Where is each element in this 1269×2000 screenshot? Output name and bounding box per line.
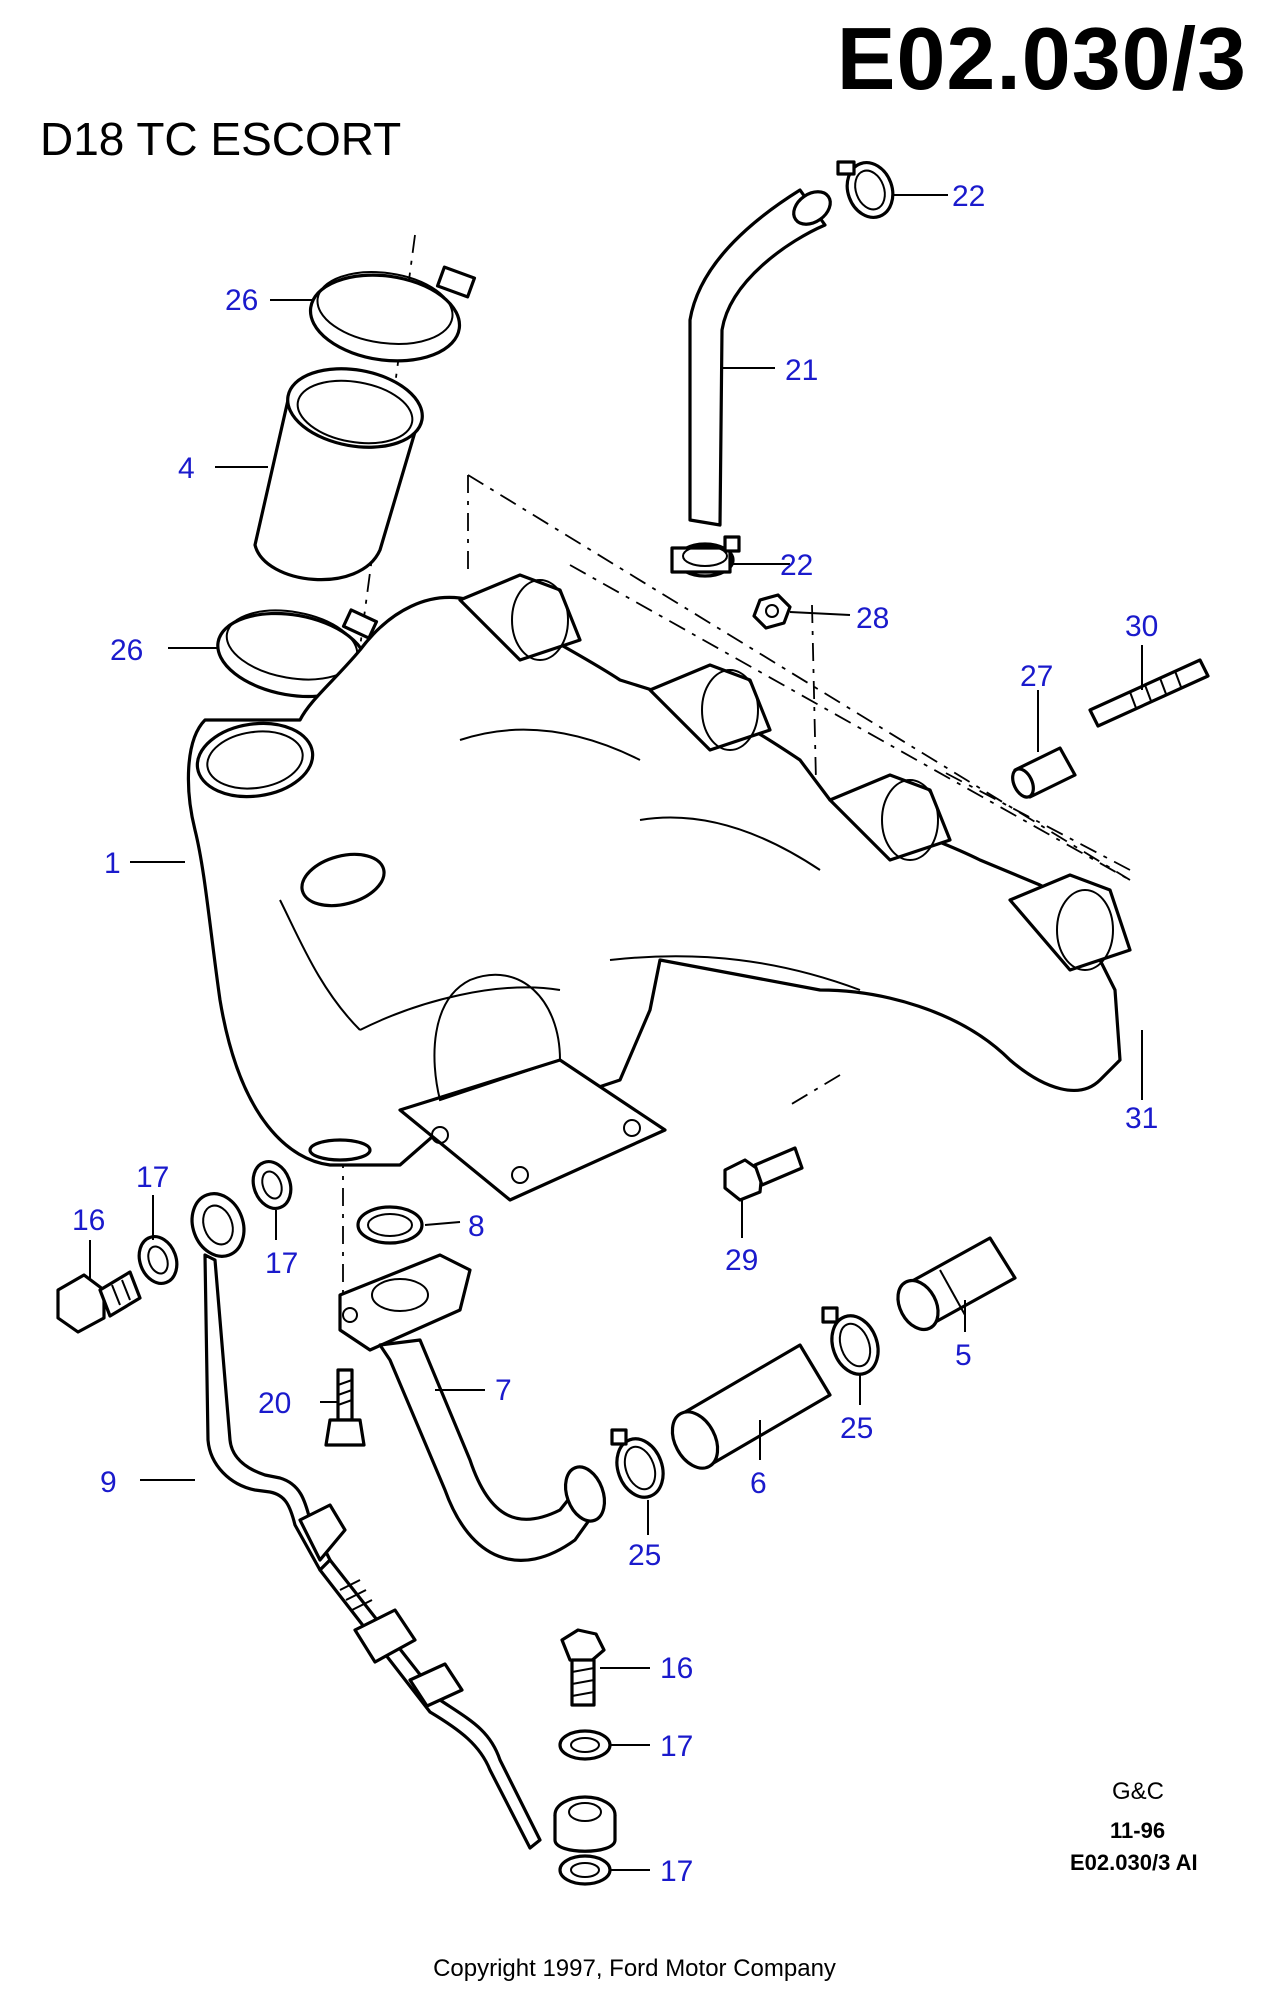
hose-6 xyxy=(670,1343,832,1470)
callout-16-left: 16 xyxy=(72,1204,105,1237)
sealing-washer-17-bottom-a xyxy=(558,1729,612,1761)
callout-25-upper: 25 xyxy=(840,1412,873,1445)
hose-clamp-22-top xyxy=(836,160,895,219)
callout-21: 21 xyxy=(785,354,818,387)
hose-clamp-25-lower xyxy=(610,1428,665,1499)
document-number: E02.030/3 xyxy=(836,9,1247,108)
callout-5: 5 xyxy=(955,1339,972,1372)
callout-22-top: 22 xyxy=(952,180,985,213)
callout-26-top: 26 xyxy=(225,284,258,317)
illustration-reference: E02.030/3 AI xyxy=(1070,1850,1198,1875)
hose-clamp-25-upper xyxy=(821,1306,880,1376)
hose-clamp-26-top xyxy=(308,265,477,363)
callout-20: 20 xyxy=(258,1387,291,1420)
revision-date: 11-96 xyxy=(1110,1818,1166,1843)
copyright-notice: Copyright 1997, Ford Motor Company xyxy=(433,1955,836,1982)
callout-28: 28 xyxy=(856,602,889,635)
callout-4: 4 xyxy=(178,452,195,485)
callout-17-bottom-a: 17 xyxy=(660,1730,693,1763)
hose-sleeve-4 xyxy=(253,367,424,582)
callout-26-lower: 26 xyxy=(110,634,143,667)
oil-feed-pipe-9 xyxy=(190,1192,542,1850)
stud-30 xyxy=(1088,658,1210,728)
oil-return-pipe-7 xyxy=(338,1253,607,1562)
exhaust-manifold-1 xyxy=(186,573,1132,1202)
callout-31: 31 xyxy=(1125,1102,1158,1135)
callout-9: 9 xyxy=(100,1466,117,1499)
callout-1: 1 xyxy=(104,847,121,880)
callout-25-lower: 25 xyxy=(628,1539,661,1572)
hose-clamp-26-lower xyxy=(216,608,379,699)
callout-27: 27 xyxy=(1020,660,1053,693)
bolt-20 xyxy=(324,1368,366,1447)
callout-29: 29 xyxy=(725,1244,758,1277)
banjo-bolt-16-bottom xyxy=(560,1628,606,1707)
callout-30: 30 xyxy=(1125,610,1158,643)
callout-16-bottom: 16 xyxy=(660,1652,693,1685)
hose-5 xyxy=(896,1236,1017,1332)
hose-clamp-22-bottom xyxy=(670,535,741,578)
banjo-fitting-bottom xyxy=(553,1795,617,1853)
bolt-29 xyxy=(723,1146,804,1202)
callout-17-right: 17 xyxy=(265,1247,298,1280)
author-code: G&C xyxy=(1112,1778,1165,1805)
callout-7: 7 xyxy=(495,1374,512,1407)
sealing-washer-17-bottom-b xyxy=(558,1854,612,1886)
sealing-washer-17-left-b xyxy=(251,1160,293,1210)
hose-21 xyxy=(688,188,832,527)
spacer-27 xyxy=(1011,746,1077,799)
callout-8: 8 xyxy=(468,1210,485,1243)
callout-6: 6 xyxy=(750,1467,767,1500)
nut-28 xyxy=(752,593,792,630)
sealing-washer-17-left-a xyxy=(137,1235,179,1285)
callout-17-bottom-b: 17 xyxy=(660,1855,693,1888)
banjo-bolt-16-left xyxy=(56,1270,142,1334)
model-title: D18 TC ESCORT xyxy=(40,113,402,165)
callout-22-bottom: 22 xyxy=(780,549,813,582)
leader-lines xyxy=(89,194,1143,1871)
gasket-8 xyxy=(356,1205,424,1245)
callout-17-upper: 17 xyxy=(136,1161,169,1194)
